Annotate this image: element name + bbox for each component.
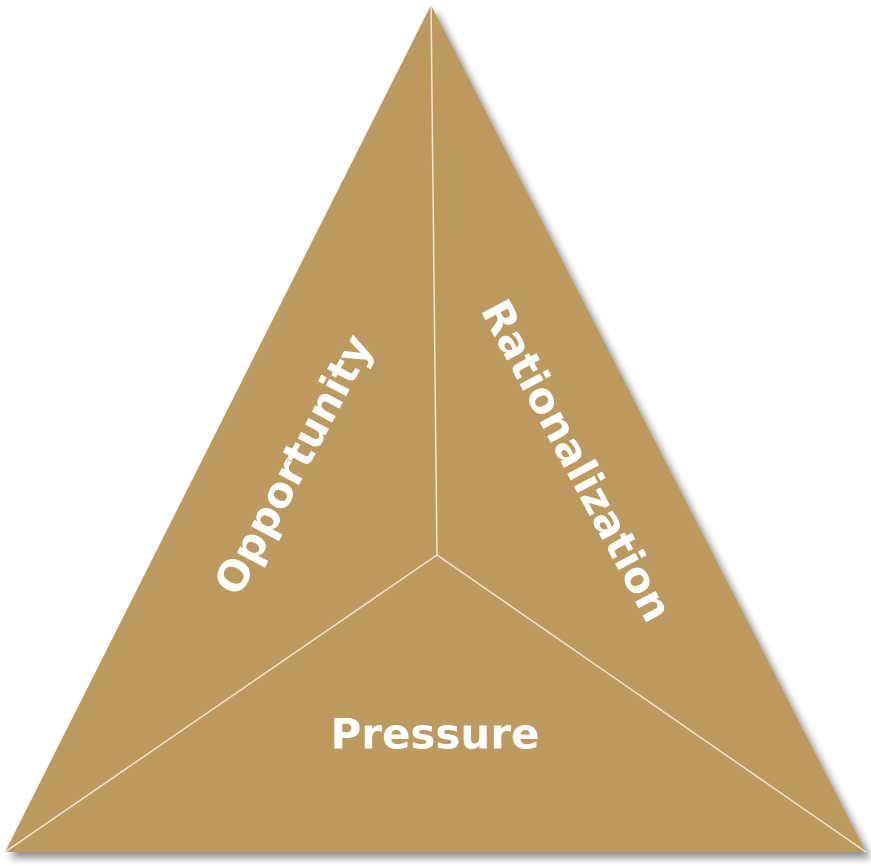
segment-pressure	[5, 555, 866, 852]
divider-lines	[4, 4, 867, 853]
segment-rationalization	[431, 5, 866, 852]
segment-opportunity	[5, 5, 437, 852]
label-pressure: Pressure	[330, 710, 539, 759]
